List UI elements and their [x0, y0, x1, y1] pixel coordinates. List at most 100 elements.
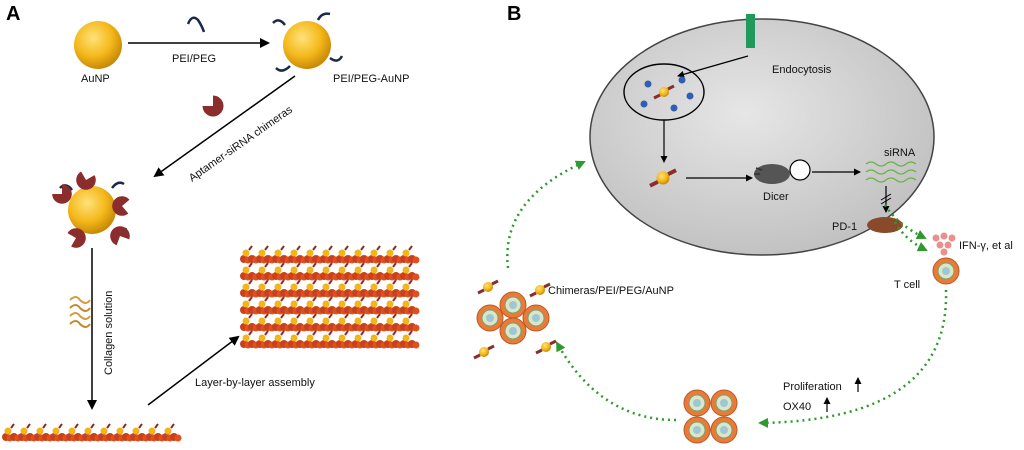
gold-bead [370, 249, 378, 257]
pei-peg-label: PEI/PEG [172, 53, 216, 65]
chimera-bead [264, 313, 269, 319]
chimera-bead [376, 330, 381, 336]
chimera-bead [248, 279, 253, 285]
chimera-bead [248, 262, 253, 268]
chimera-bead [138, 423, 143, 429]
gold-bead [354, 334, 362, 342]
chimera-bead [344, 245, 349, 251]
proliferation-label: Proliferation [783, 381, 842, 393]
proliferation-arrow [758, 289, 948, 428]
collagen-bead [412, 324, 420, 332]
chimera-bead [296, 245, 301, 251]
chimera-bead [392, 296, 397, 302]
chimera-tcell-cluster [472, 279, 558, 360]
chimera-bead [280, 262, 285, 268]
chimera-bead [312, 245, 317, 251]
layer-label: Layer-by-layer assembly [195, 377, 315, 389]
gold-bead [116, 427, 124, 435]
gold-bead [274, 283, 282, 291]
gold-bead [338, 249, 346, 257]
chimera-bead [392, 279, 397, 285]
chimera-bead [376, 313, 381, 319]
gold-bead [84, 427, 92, 435]
pei-peg-aunp-particle [272, 12, 344, 72]
gold-bead [258, 317, 266, 325]
gold-bead [402, 317, 410, 325]
gold-bead [338, 334, 346, 342]
gold-bead [274, 266, 282, 274]
gold-bead [290, 300, 298, 308]
chimera-bead [90, 423, 95, 429]
inhibit-mark-icon [880, 193, 892, 205]
gold-bead [402, 249, 410, 257]
chimera-bead [10, 423, 15, 429]
collagen-bead [412, 341, 420, 349]
chimera-bead [328, 313, 333, 319]
chimera-bead [280, 245, 285, 251]
chimera-bead [296, 296, 301, 302]
gold-bead [132, 427, 140, 435]
sirna-strands [865, 161, 917, 183]
membrane-receptor-icon [746, 14, 755, 48]
gold-bead [36, 427, 44, 435]
collagen-bead [412, 256, 420, 264]
chimera-bead [280, 296, 285, 302]
gold-bead [354, 266, 362, 274]
target-cell [589, 18, 935, 256]
gold-bead [354, 300, 362, 308]
gold-bead [242, 283, 250, 291]
gold-bead [386, 249, 394, 257]
gold-bead [402, 334, 410, 342]
polymer-strand-icon [186, 16, 206, 33]
chimera-bead [248, 245, 253, 251]
chimera-bead [408, 330, 413, 336]
chimera-bead [312, 279, 317, 285]
chimera-bead [264, 245, 269, 251]
chimera-bead [376, 245, 381, 251]
gold-bead [274, 249, 282, 257]
chimera-bead [344, 330, 349, 336]
chimera-bead [280, 279, 285, 285]
chimera-bead [344, 279, 349, 285]
gold-bead [402, 283, 410, 291]
gold-bead [290, 266, 298, 274]
chimera-bead [264, 330, 269, 336]
gold-bead [306, 249, 314, 257]
gold-bead [290, 317, 298, 325]
gold-bead [258, 249, 266, 257]
chimera-bead [312, 262, 317, 268]
gold-bead [370, 283, 378, 291]
chimera-bead [408, 245, 413, 251]
gold-bead [386, 266, 394, 274]
chimera-bead [58, 423, 63, 429]
chimera-bead [296, 279, 301, 285]
aunp-label: AuNP [81, 73, 110, 85]
gold-bead [322, 300, 330, 308]
gold-bead [258, 283, 266, 291]
gold-bead [258, 266, 266, 274]
aptamer-chimera-icon [202, 95, 224, 117]
gold-bead [242, 317, 250, 325]
ifn-label: IFN-γ, et al [959, 240, 1013, 252]
sirna-label: siRNA [884, 147, 916, 159]
collagen-fiber-icon [69, 296, 91, 328]
tcell-label: T cell [894, 279, 920, 291]
chimera-bead [264, 262, 269, 268]
chimera-bead [392, 313, 397, 319]
gold-bead [402, 266, 410, 274]
gold-bead [306, 300, 314, 308]
gold-bead [338, 266, 346, 274]
pd1-protein [867, 217, 903, 233]
secretion-arrow-1 [883, 204, 927, 240]
gold-bead [306, 317, 314, 325]
aunp-particle [74, 21, 122, 69]
gold-bead [338, 300, 346, 308]
gold-bead [274, 300, 282, 308]
aptamer-arrow [153, 75, 296, 178]
chimera-bead [74, 423, 79, 429]
chimera-bead [280, 330, 285, 336]
proliferated-t-cells [683, 389, 738, 444]
chimera-bead [122, 423, 127, 429]
gold-bead [370, 266, 378, 274]
